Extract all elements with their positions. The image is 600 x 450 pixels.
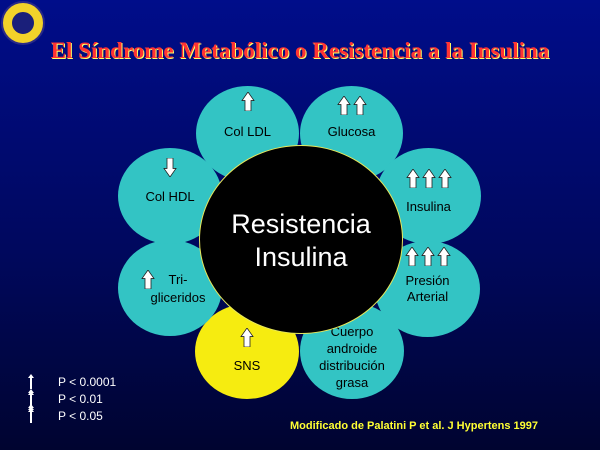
petal-label: distribución	[319, 358, 385, 373]
up-arrow-icon	[375, 246, 480, 267]
petal-label: Glucosa	[327, 124, 376, 139]
petal-label: Insulina	[406, 199, 451, 214]
center-label-line1: Resistencia	[231, 209, 371, 239]
slide-title: El Síndrome Metabólico o Resistencia a l…	[50, 38, 550, 63]
petal-label: Arterial	[406, 289, 449, 304]
petal-label: Presión	[405, 273, 450, 288]
center-label-line2: Insulina	[254, 242, 348, 272]
petal-label: SNS	[233, 358, 261, 373]
legend-text: P < 0.05	[58, 409, 103, 423]
up-arrow-icon	[196, 91, 299, 112]
university-seal-logo	[1, 1, 45, 45]
center-circle: Resistencia Insulina	[199, 145, 403, 334]
down-arrow-icon	[118, 157, 222, 178]
petal-label: Cuerpo	[330, 324, 374, 339]
single-arrow-icon	[28, 408, 34, 423]
legend-text: P < 0.0001	[58, 375, 117, 389]
petal-label: gliceridos	[150, 290, 206, 305]
legend-text: P < 0.01	[58, 392, 103, 406]
petal-label: Col LDL	[224, 124, 271, 139]
petal-label: grasa	[335, 375, 369, 390]
center-label: Resistencia Insulina	[200, 208, 402, 274]
seal-center	[10, 10, 36, 36]
petal-label: Col HDL	[145, 189, 195, 204]
up-arrow-icon	[300, 95, 403, 116]
petal-label: Tri-	[168, 272, 188, 287]
source-citation: Modificado de Palatini P et al. J Hypert…	[290, 420, 538, 432]
up-arrow-icon	[376, 168, 481, 189]
petal-label: androide	[326, 341, 378, 356]
